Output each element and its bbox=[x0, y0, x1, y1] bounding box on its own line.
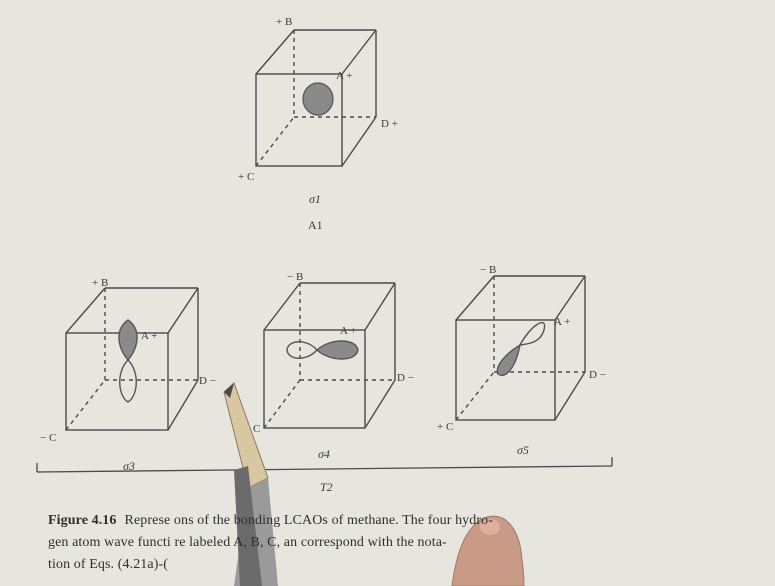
cube3-orbital-label: σ5 bbox=[517, 443, 529, 457]
cube1-orbital-label: σ3 bbox=[123, 459, 135, 473]
cube3-corner-b: − B bbox=[480, 264, 496, 276]
caption-line-1: Figure 4.16 Represe ons of the bonding LC… bbox=[48, 510, 748, 532]
figure-caption: Figure 4.16 Represe ons of the bonding LC… bbox=[48, 510, 748, 576]
top-cube-corner-a: A + bbox=[336, 70, 352, 82]
cube2-corner-c: C bbox=[253, 423, 260, 435]
cube2-corner-d: D − bbox=[397, 372, 414, 384]
cube3-corner-a: A + bbox=[554, 316, 570, 328]
caption-text-1: Represe ons of the bonding LCAOs of meth… bbox=[124, 513, 494, 528]
cube-sigma5-diagram bbox=[455, 275, 586, 421]
cube-sigma4-diagram bbox=[263, 282, 396, 429]
cube1-corner-c: − C bbox=[40, 432, 56, 444]
cube1-corner-d: D − bbox=[199, 375, 216, 387]
top-cube-corner-c: + C bbox=[238, 171, 254, 183]
cube1-corner-b: + B bbox=[92, 277, 108, 289]
top-cube-corner-d: D + bbox=[381, 118, 398, 130]
top-cube-orbital-label: σ1 bbox=[309, 192, 321, 206]
cube-sigma3-diagram bbox=[65, 287, 199, 431]
top-cube-diagram bbox=[255, 29, 377, 167]
top-cube-corner-b: + B bbox=[276, 16, 292, 28]
cube2-corner-a: A + bbox=[340, 325, 356, 337]
cube2-corner-b: − B bbox=[287, 271, 303, 283]
caption-line-2: gen atom wave functi re labeled A, B, C,… bbox=[48, 535, 447, 550]
finger-image bbox=[451, 515, 525, 586]
cube1-corner-a: A + bbox=[141, 330, 157, 342]
caption-line-3: tion of Eqs. (4.21a)-( bbox=[48, 557, 169, 572]
figure-label: Figure 4.16 bbox=[48, 513, 117, 528]
top-cube-symmetry-label: A1 bbox=[308, 218, 323, 232]
cube3-corner-d: D − bbox=[589, 369, 606, 381]
t2-group-label: T2 bbox=[320, 480, 333, 494]
cube3-corner-c: + C bbox=[437, 421, 453, 433]
cube2-orbital-label: σ4 bbox=[318, 447, 330, 461]
pencil-image bbox=[223, 382, 278, 586]
t2-bracket bbox=[36, 457, 613, 473]
